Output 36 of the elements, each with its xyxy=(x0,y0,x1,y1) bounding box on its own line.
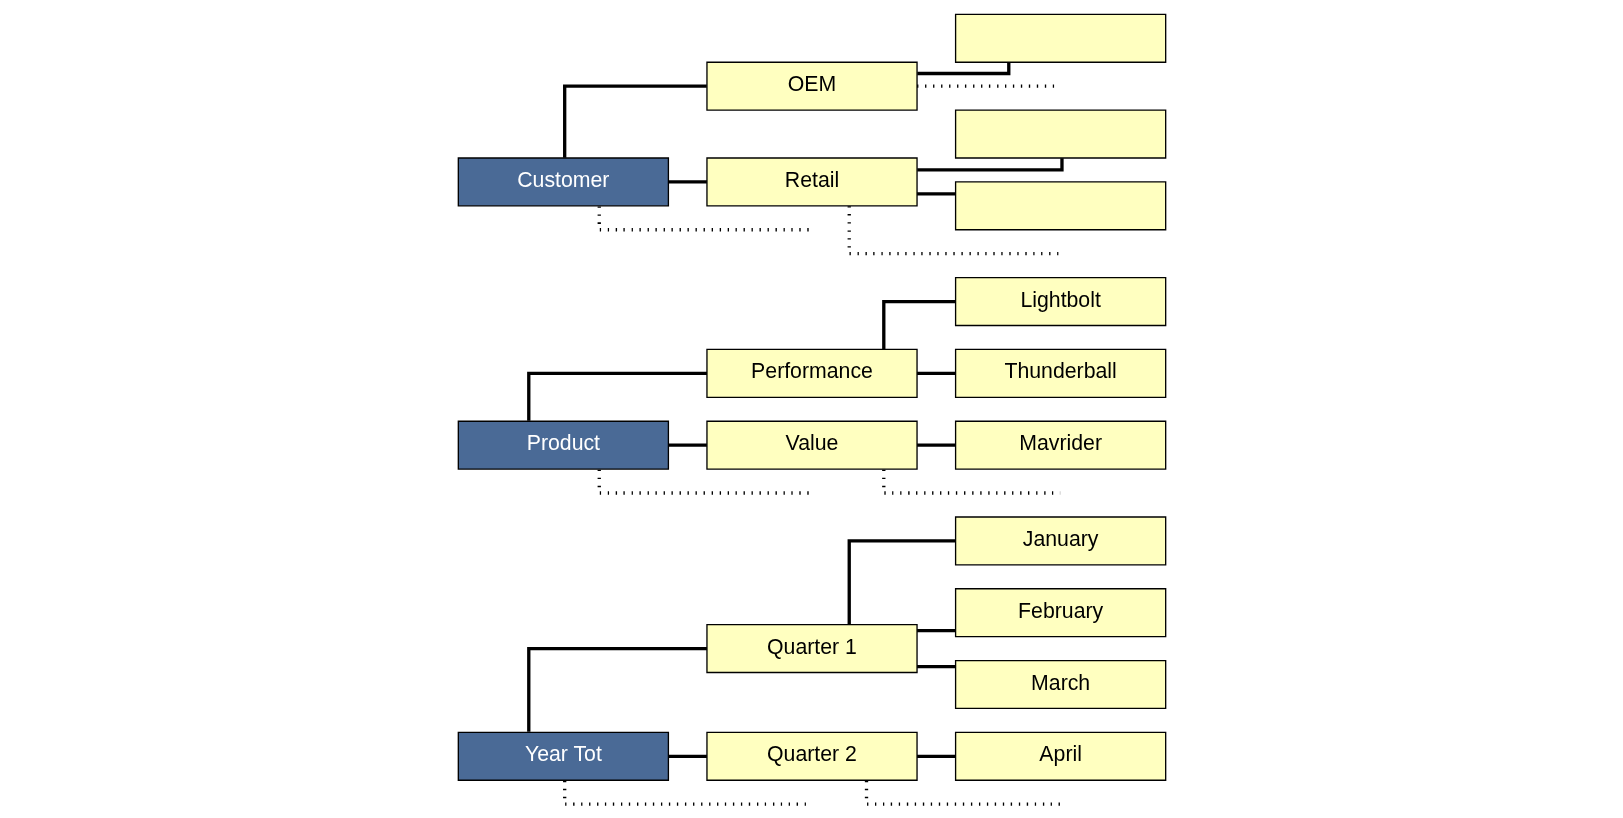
connector xyxy=(667,443,707,447)
connector xyxy=(847,205,1060,255)
node-box: April xyxy=(954,731,1166,781)
node-box: February xyxy=(954,587,1166,637)
connector xyxy=(667,754,707,758)
node-box xyxy=(954,13,1166,63)
node-box: Customer xyxy=(457,156,669,206)
connector xyxy=(916,61,1010,75)
node-box: Quarter 1 xyxy=(705,623,918,673)
node-box: Mavrider xyxy=(954,420,1166,470)
node-box: Year Tot xyxy=(457,731,669,781)
connector xyxy=(916,157,1064,172)
node-box: March xyxy=(954,659,1166,709)
connector xyxy=(881,299,955,349)
connector xyxy=(562,84,707,158)
connector xyxy=(916,371,956,375)
node-box: OEM xyxy=(705,61,918,111)
connector xyxy=(847,538,956,624)
node-box: Product xyxy=(457,420,669,470)
node-box xyxy=(954,180,1166,230)
node-box: Quarter 2 xyxy=(705,731,918,781)
node-box: January xyxy=(954,515,1166,565)
connector xyxy=(916,443,956,447)
connector xyxy=(916,664,956,668)
connector xyxy=(916,754,956,758)
node-box: Lightbolt xyxy=(954,276,1166,326)
connector xyxy=(916,628,956,632)
connector xyxy=(526,371,707,421)
connector xyxy=(916,191,956,195)
node-box: Retail xyxy=(705,156,918,206)
node-box: Value xyxy=(705,420,918,470)
node-box: Thunderball xyxy=(954,348,1166,398)
connector xyxy=(526,646,707,732)
node-box xyxy=(954,108,1166,159)
node-box: Performance xyxy=(705,348,918,398)
connector xyxy=(667,179,707,184)
